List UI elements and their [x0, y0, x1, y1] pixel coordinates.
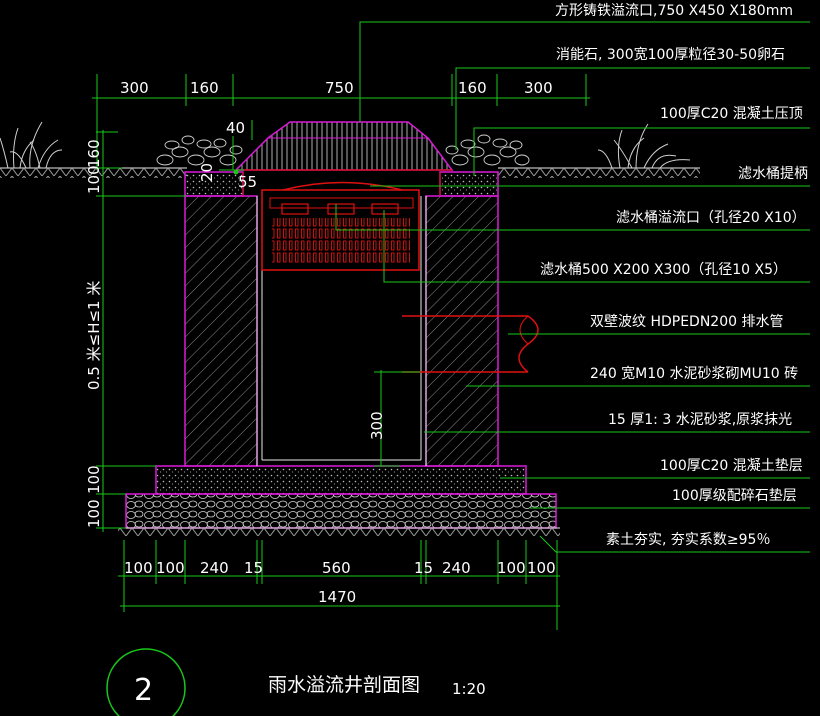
- callout-bucket-overflow: 滤水桶溢流口（孔径20 X10）: [616, 210, 806, 226]
- dim-small-40: 40: [226, 119, 245, 137]
- title-block: 2 雨水溢流井剖面图 1:20: [106, 648, 486, 716]
- filter-bucket: [261, 181, 420, 271]
- dim-bottom-6: 15: [414, 559, 433, 577]
- callout-concrete-cushion: 100厚C20 混凝土垫层: [660, 458, 803, 474]
- cast-iron-overflow-cap: [234, 121, 454, 196]
- dim-bottom-3: 240: [200, 559, 229, 577]
- callout-gravel-cushion: 100厚级配碎石垫层: [672, 488, 797, 504]
- dim-top-1: 300: [120, 79, 149, 97]
- hdpe-drain-pipe: [402, 315, 539, 373]
- callout-brick-wall: 240 宽M10 水泥砂浆砌MU10 砖: [590, 365, 798, 382]
- dim-small-20: 20: [198, 163, 216, 182]
- drawing-title: 雨水溢流井剖面图: [268, 674, 420, 696]
- dim-left-2: 100: [85, 165, 103, 194]
- drawing-scale: 1:20: [452, 680, 486, 698]
- brick-wall-right: [425, 195, 499, 467]
- grass-right: [597, 123, 691, 169]
- overflow-slot-1: [281, 203, 309, 215]
- dim-top-4: 160: [458, 79, 487, 97]
- dim-bottom-1: 100: [124, 559, 153, 577]
- pebble-layer: [156, 134, 530, 166]
- dim-top-3: 750: [325, 79, 354, 97]
- callout-plaster: 15 厚1: 3 水泥砂浆,原浆抹光: [608, 412, 792, 428]
- gravel-cushion-layer: [125, 493, 557, 529]
- drawing-number-circle: [106, 648, 186, 716]
- dim-inner: 300: [368, 370, 420, 467]
- ground-surface: [0, 167, 700, 178]
- dim-bottom-5: 560: [322, 559, 351, 577]
- dim-bottom-4: 15: [244, 559, 263, 577]
- callout-compacted-soil: 素土夯实, 夯实系数≥95％: [606, 532, 770, 548]
- filter-holes: [272, 218, 410, 264]
- dim-top-5: 300: [524, 79, 553, 97]
- plaster-right: [420, 196, 427, 466]
- dim-bottom-7: 240: [442, 559, 471, 577]
- overflow-slot-2: [327, 203, 355, 215]
- dim-total: 1470: [318, 588, 356, 606]
- dim-left-3: 0.5 米≤H≤1 米: [85, 281, 103, 390]
- callout-handle: 滤水桶提柄: [738, 166, 808, 182]
- leader-lines: [335, 21, 810, 553]
- dim-bottom-2: 100: [156, 559, 185, 577]
- coping-right: [439, 171, 499, 197]
- dim-small: 40 20 55: [198, 119, 257, 191]
- dim-left-4: 100: [85, 465, 103, 494]
- overflow-slot-3: [371, 203, 399, 215]
- grass-left: [0, 121, 63, 169]
- dim-top-2: 160: [190, 79, 219, 97]
- dim-bottom-9: 100: [527, 559, 556, 577]
- dim-bottom-8: 100: [497, 559, 526, 577]
- dim-left-1: 160: [85, 139, 103, 168]
- dim-left: 160 100 0.5 米≤H≤1 米 100 100: [85, 130, 186, 532]
- dim-inner-label: 300: [368, 411, 386, 440]
- callout-overflow-cap: 方形铸铁溢流口,750 X450 X180mm: [555, 3, 793, 19]
- drawing-number: 2: [134, 673, 153, 708]
- concrete-cushion-layer: [155, 465, 527, 495]
- callout-coping: 100厚C20 混凝土压顶: [660, 106, 803, 122]
- callouts: 方形铸铁溢流口,750 X450 X180mm 消能石, 300宽100厚粒径3…: [540, 3, 808, 548]
- dim-bottom: 100 100 240 15 560 15 240 100 100 1470: [118, 540, 560, 630]
- callout-filter-bucket: 滤水桶500 X200 X300（孔径10 X5）: [540, 262, 787, 278]
- brick-wall-left: [184, 195, 258, 467]
- dim-left-5: 100: [85, 499, 103, 528]
- dim-top: 300 160 750 160 300: [92, 74, 590, 170]
- callout-pebbles: 消能石, 300宽100厚粒径30-50卵石: [556, 46, 785, 63]
- callout-drain-pipe: 双壁波纹 HDPEDN200 排水管: [590, 314, 783, 330]
- dim-small-55: 55: [238, 173, 257, 191]
- compacted-soil: [118, 528, 560, 536]
- bucket-handle: [282, 181, 403, 191]
